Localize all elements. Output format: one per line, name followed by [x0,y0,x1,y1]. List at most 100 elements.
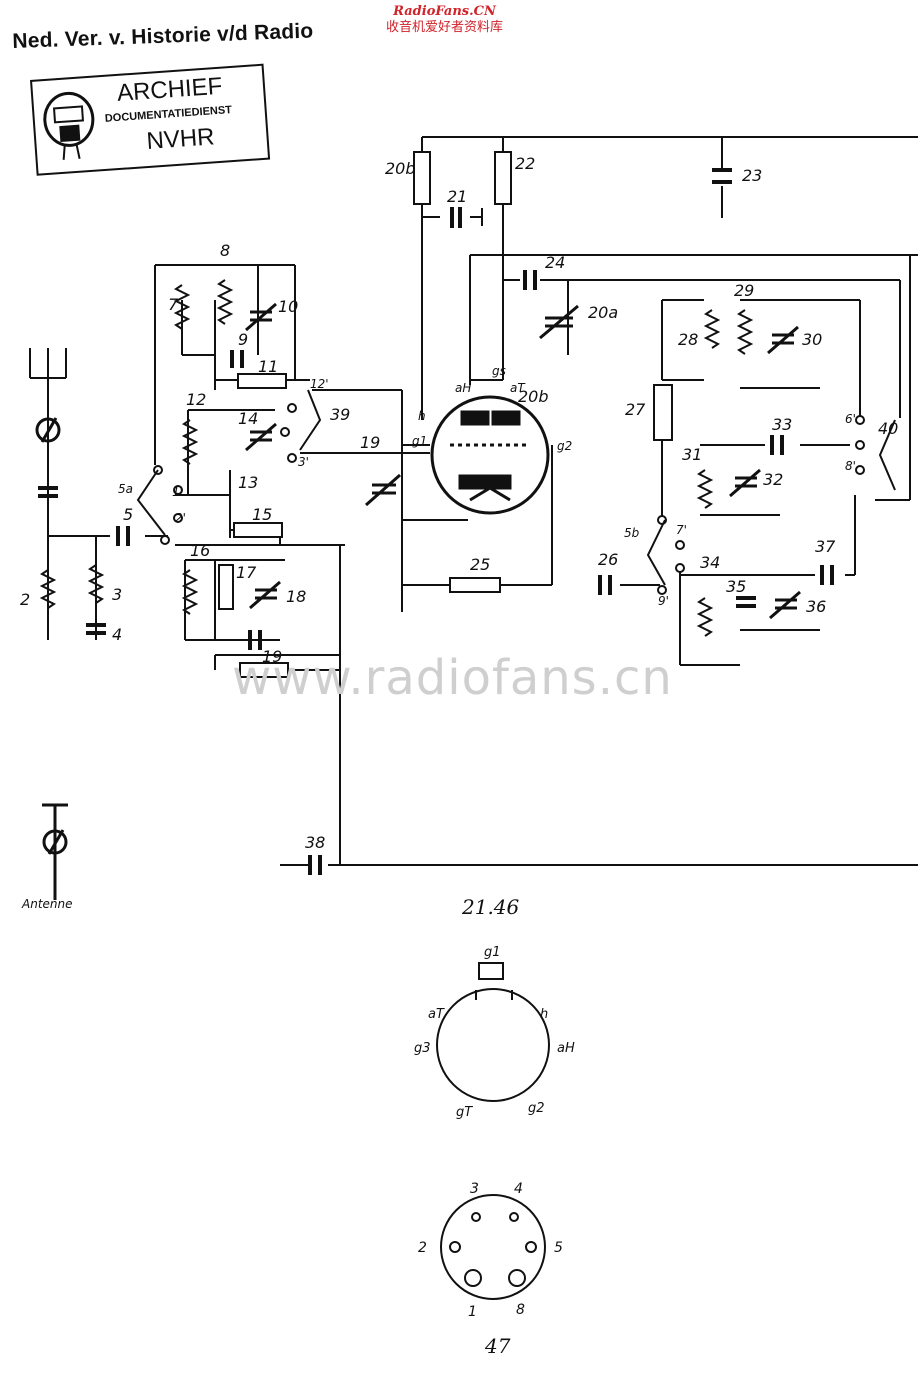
tube-base-labels: g1 aT h g3 aH gT g2 [414,945,575,1120]
socket-diagram [440,1194,546,1300]
resistors [218,151,673,678]
base-pin-top: g1 [484,945,501,960]
socket-pin-8: 8 [516,1302,525,1318]
tube-type-caption: 21.46 [462,895,520,919]
label-20b: 20a [588,303,618,322]
label-20a: 19 [360,433,380,452]
tube-pin-g1: g1 [412,434,427,448]
base-pin-h: h [540,1007,548,1022]
wires [29,136,918,866]
archive-stamp: ARCHIEF DOCUMENTATIEDIENST NVHR [30,63,271,176]
label-34: 32 [763,470,783,489]
label-25: 23 [742,166,762,185]
sw-2: 2' [175,511,186,525]
label-27: 25 [470,555,490,574]
label-16: 16 [190,541,210,560]
antenne-label: Antenne [21,897,73,911]
label-9: 9 [238,330,248,349]
socket-labels: 3 4 2 5 1 8 [418,1181,563,1320]
sw-12: 12' [310,377,329,391]
label-22: 20b [385,159,416,178]
resistor-17 [218,564,234,610]
socket-pin-2: 2 [418,1240,427,1256]
socket-pin-3: 3 [470,1181,479,1197]
label-35: 33 [772,415,792,434]
label-17: 17 [236,563,257,582]
tube-base-diagram [436,962,550,1102]
label-19: 19 [262,647,282,666]
label-8: 8 [220,241,230,260]
socket-pin-1: 1 [468,1304,477,1320]
socket-pin-4: 4 [514,1181,523,1197]
label-26: 24 [545,253,565,272]
label-12: 12 [186,390,206,409]
radiofans-watermark: RadioFans.CN 收音机爱好者资料库 [386,4,503,36]
base-pin-g3: g3 [414,1041,431,1056]
sw-8: 8' [845,459,856,473]
sw-3: 3' [298,455,309,469]
label-21: 20b [518,387,549,406]
sw-6: 6' [845,412,856,426]
coils [39,279,754,637]
switch-contacts [136,389,896,595]
label-38: 36 [806,597,826,616]
label-41a: 39 [330,405,350,424]
label-28: 26 [598,550,618,569]
socket-pin-5: 5 [554,1240,563,1256]
resistor-22 [413,151,431,205]
label-39: 37 [815,537,836,556]
vacuum-tube-21 [430,395,550,515]
label-10: 10 [278,297,298,316]
sw-5a: 5a [118,482,133,496]
label-15: 15 [252,505,272,524]
watermark-line2: 收音机爱好者资料库 [386,20,504,35]
sw-9: 9' [658,594,669,608]
label-36: 34 [700,553,720,572]
tube-pin-h: h [418,409,426,423]
tube-pin-aH: aH [455,381,471,395]
radio-logo-icon [43,91,95,160]
base-type-caption: 47 [485,1334,511,1358]
label-4: 4 [112,625,122,644]
antenna-meters [35,417,68,900]
tube-pin-g2: g2 [557,439,572,453]
label-37: 35 [726,577,746,596]
sw-1: 1' [172,485,183,499]
tube-pin-gs: gs [492,364,506,378]
label-7: 7 [168,295,179,314]
label-18: 18 [286,587,306,606]
label-14: 14 [238,409,258,428]
sw-5b: 5b [624,526,640,540]
label-30: 28 [678,330,698,349]
resistor-24 [494,151,512,205]
label-24: 22 [515,154,535,173]
label-41b: 40 [878,419,898,438]
base-pin-aT: aT [428,1007,445,1022]
watermark-line1: RadioFans.CN [393,4,496,19]
switch-labels: 1' 2' 3' 5a 5b 6' 7' 8' 9' 12' aH gs aT … [21,364,856,911]
label-32: 30 [802,330,822,349]
tube-pin-aT: aT [510,381,526,395]
label-5: 5 [123,505,133,524]
label-3: 3 [112,585,122,604]
capacitors [38,168,834,875]
resistor-11 [237,373,287,389]
label-13: 13 [238,473,258,492]
base-pin-aH: aH [557,1041,575,1056]
variable-capacitors [245,302,801,620]
label-11: 11 [258,357,278,376]
label-31: 29 [734,281,754,300]
label-40: 38 [305,833,325,852]
base-pin-g2: g2 [528,1101,545,1116]
resistor-19 [239,662,289,678]
label-23: 21 [447,187,467,206]
label-2: 2 [20,590,30,609]
center-watermark: www.radiofans.cn [232,650,673,706]
label-33: 31 [682,445,702,464]
label-29: 27 [625,400,646,419]
resistor-15 [233,522,283,538]
resistor-27 [449,577,501,593]
component-labels: 20b 22 21 23 24 20a 20b 19 25 26 27 28 2… [20,154,898,852]
resistor-29 [653,384,673,441]
